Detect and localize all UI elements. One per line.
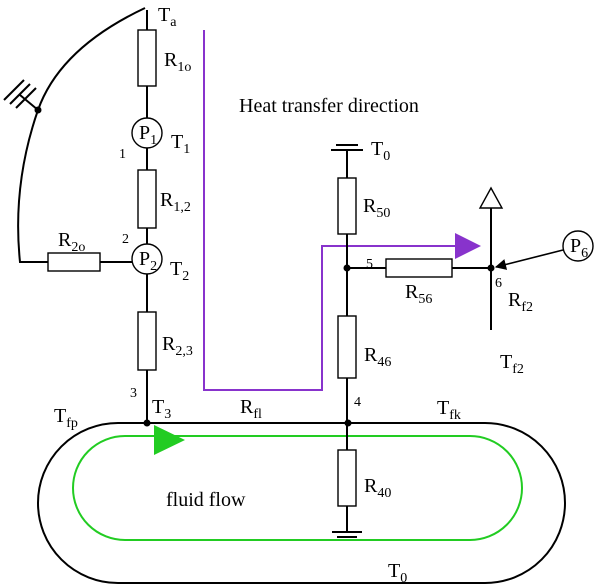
heat-source-p6: [562, 230, 594, 262]
fluid-channel-outline: [37, 422, 566, 584]
resistor-r12: [137, 169, 157, 229]
label-r2o: R2o: [58, 229, 85, 255]
fluid-flow-loop: [72, 435, 523, 541]
heat-transfer-path: [203, 30, 456, 391]
label-r1o: R1o: [164, 49, 191, 75]
resistor-r56: [385, 258, 453, 278]
antenna-triangle-icon: [478, 186, 504, 209]
label-p1: P1: [139, 122, 157, 148]
label-r23: R2,3: [162, 333, 193, 359]
label-node-3: 3: [130, 386, 137, 401]
label-tfp: Tfp: [54, 405, 78, 431]
resistor-r2o: [47, 252, 101, 272]
label-node-5: 5: [366, 257, 373, 272]
label-p2: P2: [139, 248, 157, 274]
resistor-r46: [337, 315, 357, 379]
label-tf2: Tf2: [500, 351, 524, 377]
label-rf2: Rf2: [508, 289, 533, 315]
label-r40: R40: [364, 475, 391, 501]
ground-stub-wire: [19, 94, 39, 111]
label-rfl: Rfl: [240, 396, 262, 422]
ground-hatch-icon: [3, 79, 37, 109]
label-p6: P6: [570, 235, 588, 261]
fluid-flow-label: fluid flow: [166, 489, 246, 511]
heat-transfer-arrow: [455, 233, 481, 259]
resistor-r23: [137, 311, 157, 371]
resistor-r40: [337, 449, 357, 507]
label-r46: R46: [364, 344, 391, 370]
fluid-flow-arrow: [154, 425, 185, 455]
label-node-6: 6: [495, 276, 502, 291]
label-node-1: 1: [119, 147, 126, 162]
label-t3: T3: [152, 396, 171, 422]
resistor-r1o: [137, 29, 157, 87]
label-node-4: 4: [354, 395, 361, 410]
label-r12: R1,2: [160, 189, 191, 215]
ambient-arc-wire: [17, 7, 146, 263]
label-t1: T1: [171, 131, 190, 157]
resistor-r50: [337, 177, 357, 235]
label-r50: R50: [363, 195, 390, 221]
p6-arrow: [494, 249, 564, 270]
label-ta: Ta: [158, 4, 177, 30]
label-t0-top: T0: [371, 138, 390, 164]
label-r56: R56: [405, 281, 432, 307]
label-tfk: Tfk: [437, 397, 461, 423]
label-t0-bottom: T0: [388, 560, 407, 586]
label-t2: T2: [170, 258, 189, 284]
heading-heat-transfer: Heat transfer direction: [239, 95, 419, 117]
label-node-2: 2: [122, 232, 129, 247]
